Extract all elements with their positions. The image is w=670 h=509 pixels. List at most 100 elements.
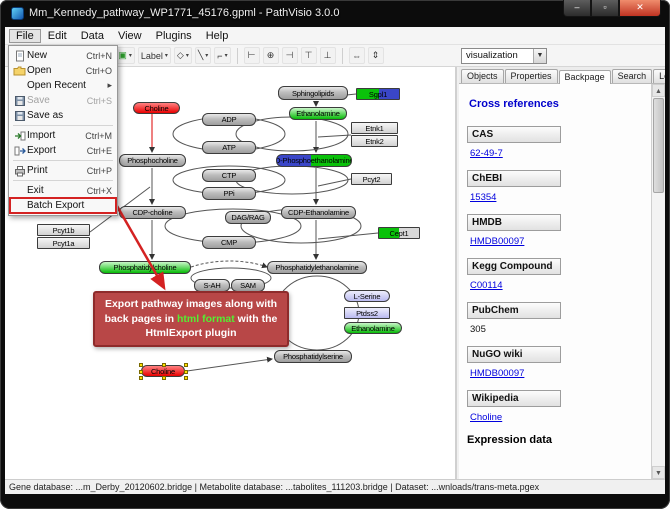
pathway-node-phosphatidylcholine[interactable]: Phosphatidylcholine: [99, 261, 191, 274]
crossref-link[interactable]: HMDB00097: [470, 368, 525, 379]
pathway-node-sgpl1[interactable]: Sgpl1: [356, 88, 400, 100]
annotation-highlight-text: html format: [177, 312, 235, 325]
align-bottom-button[interactable]: ⊥: [319, 47, 336, 64]
file-menu-item-batch-export[interactable]: Batch Export: [9, 197, 117, 214]
selection-handle[interactable]: [139, 363, 143, 367]
scroll-up-icon[interactable]: ▲: [652, 84, 665, 97]
pathway-node-cdp-choline[interactable]: CDP-choline: [119, 206, 186, 219]
pathway-node-cdp-ethanolamine[interactable]: CDP-Ethanolamine: [281, 206, 356, 219]
common-height-button[interactable]: ⇕: [367, 47, 384, 64]
pathway-node-sphingolipids[interactable]: Sphingolipids: [278, 86, 348, 100]
menu-help[interactable]: Help: [205, 29, 229, 42]
selection-handle[interactable]: [184, 376, 188, 380]
common-width-button[interactable]: ⇔: [348, 47, 365, 64]
align-right-button[interactable]: ⊣: [281, 47, 298, 64]
pathway-node-o-phosphoethanolamine[interactable]: O-Phosphoethanolamine: [276, 154, 352, 167]
toolbar-separator: [341, 47, 343, 64]
pathway-node-choline[interactable]: Choline: [139, 363, 188, 380]
label-tool-button[interactable]: Label: [137, 47, 171, 64]
connector-tool-button[interactable]: ⌐: [214, 47, 231, 64]
label-tool-icon: Label: [140, 50, 163, 61]
line-tool-button[interactable]: ╲: [194, 47, 212, 64]
pathway-node-cept1[interactable]: Cept1: [378, 227, 420, 239]
chevron-down-icon[interactable]: ▼: [533, 48, 546, 63]
tab-search[interactable]: Search: [611, 69, 653, 83]
crossref-link[interactable]: 62-49-7: [470, 148, 503, 159]
menu-plugins[interactable]: Plugins: [155, 29, 192, 42]
scrollbar-thumb[interactable]: [653, 98, 664, 193]
tab-legend[interactable]: Legend: [653, 69, 665, 83]
shape-tool-button[interactable]: ◇: [173, 47, 192, 64]
title-bar[interactable]: Mm_Kennedy_pathway_WP1771_45176.gpml - P…: [0, 0, 670, 27]
line-tool-icon: ╲: [197, 50, 204, 60]
menu-file[interactable]: File: [9, 28, 41, 43]
pathway-node-pcyt2[interactable]: Pcyt2: [351, 173, 392, 185]
menu-item-label: Open Recent: [27, 80, 86, 91]
pathway-node-l-serine[interactable]: L-Serine: [344, 290, 390, 302]
pathway-node-pcyt1a[interactable]: Pcyt1a: [37, 237, 90, 249]
pathway-node-etnk2[interactable]: Etnk2: [351, 135, 398, 147]
menu-data[interactable]: Data: [80, 29, 104, 42]
file-menu-item-save-as[interactable]: Save as: [10, 108, 116, 123]
tab-properties[interactable]: Properties: [504, 69, 558, 83]
align-center-button[interactable]: ⊕: [262, 47, 279, 64]
selection-handle[interactable]: [162, 376, 166, 380]
scrollbar[interactable]: ▲ ▼: [651, 84, 665, 479]
pathway-node-cmp[interactable]: CMP: [202, 236, 256, 249]
selection-handle[interactable]: [139, 376, 143, 380]
new-datanode-button[interactable]: ▣: [115, 47, 135, 64]
maximize-button[interactable]: ▫: [591, 0, 619, 17]
menu-view[interactable]: View: [117, 29, 142, 42]
scroll-down-icon[interactable]: ▼: [652, 466, 665, 479]
pathway-node-adp[interactable]: ADP: [202, 113, 256, 126]
crossref-link[interactable]: C00114: [470, 280, 503, 291]
align-bottom-icon: ⊥: [323, 50, 332, 60]
crossref-link[interactable]: Choline: [470, 412, 503, 423]
pathway-node-ctp[interactable]: CTP: [202, 169, 256, 182]
pathway-node-choline[interactable]: Choline: [133, 102, 180, 114]
pathway-node-phosphatidylserine[interactable]: Phosphatidylserine: [274, 350, 352, 363]
pathway-node-atp[interactable]: ATP: [202, 141, 256, 154]
pathway-node-ppi[interactable]: PPi: [202, 187, 256, 200]
shape-tool-icon: ◇: [176, 50, 184, 60]
side-panel-tabs: ObjectsPropertiesBackpageSearchLegend: [459, 67, 665, 84]
selection-handle[interactable]: [184, 363, 188, 367]
file-menu-item-open-recent[interactable]: Open Recent▸: [10, 78, 116, 93]
tab-backpage[interactable]: Backpage: [558, 70, 611, 84]
selection-handle[interactable]: [162, 363, 166, 367]
tab-objects[interactable]: Objects: [461, 69, 504, 83]
folder-icon: [12, 65, 27, 77]
crossref-link[interactable]: 15354: [470, 192, 497, 203]
visualization-value: visualization: [466, 50, 518, 61]
pathway-node-pcyt1b[interactable]: Pcyt1b: [37, 224, 90, 236]
pathway-node-etnk1[interactable]: Etnk1: [351, 122, 398, 134]
close-button[interactable]: ✕: [619, 0, 661, 17]
menu-edit[interactable]: Edit: [47, 29, 67, 42]
pathway-node-ethanolamine[interactable]: Ethanolamine: [289, 107, 347, 120]
pathway-node-dag-rag[interactable]: DAG/RAG: [225, 211, 271, 224]
align-top-button[interactable]: ⊤: [300, 47, 317, 64]
align-left-button[interactable]: ⊢: [243, 47, 260, 64]
pathway-node-phosphocholine[interactable]: Phosphocholine: [119, 154, 186, 167]
crossref-link[interactable]: HMDB00097: [470, 236, 525, 247]
pathway-node-ptdss2[interactable]: Ptdss2: [344, 307, 390, 319]
crossref-value: 305: [470, 324, 486, 335]
menu-item-label: Export: [27, 145, 56, 156]
visualization-combobox[interactable]: visualization ▼: [461, 47, 547, 64]
pathway-node-ethanolamine[interactable]: Ethanolamine: [344, 322, 402, 334]
selection-handle[interactable]: [139, 370, 143, 374]
pathway-node-phosphatidylethanolamine[interactable]: Phosphatidylethanolamine: [267, 261, 367, 274]
minimize-button[interactable]: –: [563, 0, 591, 17]
selection-handle[interactable]: [184, 370, 188, 374]
